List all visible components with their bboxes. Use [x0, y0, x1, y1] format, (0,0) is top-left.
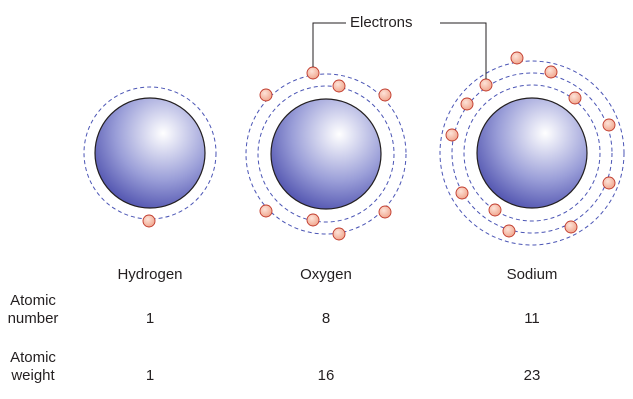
electron	[564, 220, 578, 234]
nucleus	[94, 97, 206, 209]
electron	[306, 213, 320, 227]
atomic-weight-sodium: 23	[523, 367, 541, 384]
electron	[488, 203, 502, 217]
electron	[378, 88, 392, 102]
leader-line-sodium	[440, 22, 487, 79]
electron	[306, 66, 320, 80]
electron	[455, 186, 469, 200]
orbit-shell-2	[451, 72, 613, 234]
electrons-callout-lines	[312, 22, 487, 79]
electron	[479, 78, 493, 92]
electrons-callout-label: Electrons	[348, 14, 415, 32]
electron	[568, 91, 582, 105]
nucleus	[476, 97, 588, 209]
electron	[602, 176, 616, 190]
electron	[259, 88, 273, 102]
atomic-weight-hydrogen: 1	[145, 367, 155, 384]
orbit-shell-1	[257, 85, 395, 223]
atom-sodium	[439, 51, 625, 246]
electron	[142, 214, 156, 228]
electron	[602, 118, 616, 132]
atomic-number-hydrogen: 1	[145, 310, 155, 327]
electron	[544, 65, 558, 79]
electron	[445, 128, 459, 142]
electron	[510, 51, 524, 65]
electron	[332, 79, 346, 93]
orbit-shell-2	[245, 73, 407, 235]
electron	[460, 97, 474, 111]
nucleus	[270, 98, 382, 210]
atom-hydrogen	[83, 86, 217, 228]
orbit-shell-1	[463, 84, 601, 222]
electron	[378, 205, 392, 219]
electron	[332, 227, 346, 241]
orbit-shell-1	[83, 86, 217, 220]
atomic-weight-oxygen: 16	[317, 367, 335, 384]
atom-name-sodium: Sodium	[506, 266, 558, 283]
atomic-number-sodium: 11	[524, 310, 540, 327]
atomic-number-oxygen: 8	[321, 310, 331, 327]
orbit-shell-3	[439, 60, 625, 246]
atom-name-oxygen: Oxygen	[300, 266, 352, 283]
atom-name-hydrogen: Hydrogen	[117, 266, 183, 283]
leader-line-oxygen	[312, 22, 346, 67]
electron	[259, 204, 273, 218]
atom-oxygen	[245, 66, 407, 241]
electron	[502, 224, 516, 238]
